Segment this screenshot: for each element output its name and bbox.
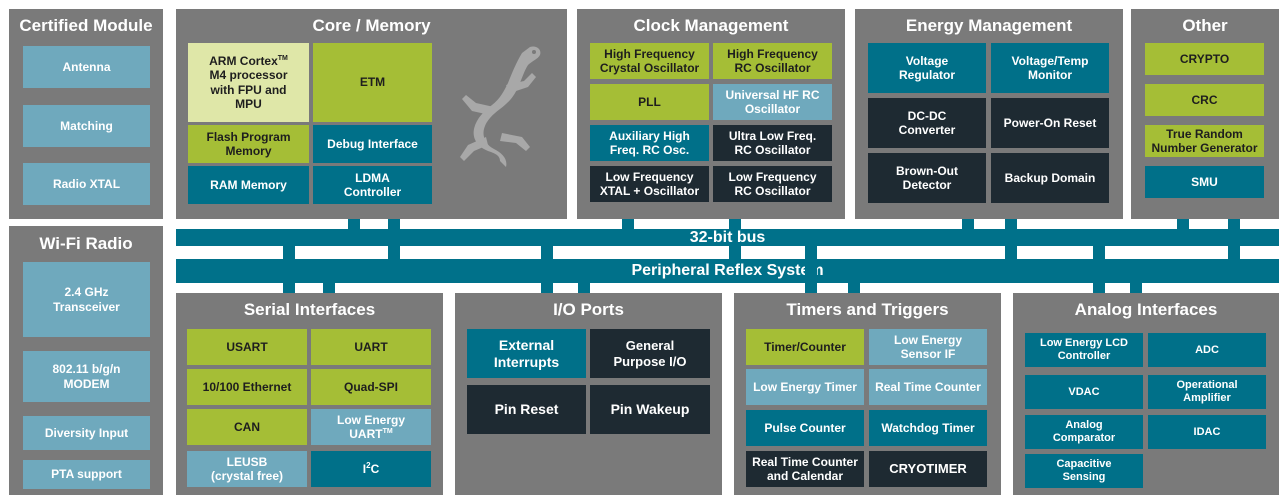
ldma-controller-block: LDMA Controller <box>313 166 432 204</box>
pta-support-block: PTA support <box>23 460 150 489</box>
bus-connector <box>962 219 974 229</box>
can-block: CAN <box>187 409 307 445</box>
wifi-radio-title: Wi-Fi Radio <box>39 234 133 253</box>
operational-amplifier-block: Operational Amplifier <box>1148 375 1266 409</box>
adc-block: ADC <box>1148 333 1266 367</box>
leusb-block: LEUSB (crystal free) <box>187 451 307 487</box>
32-bit-bus: 32-bit bus <box>176 229 1279 246</box>
cryotimer-block: CRYOTIMER <box>869 451 987 487</box>
idac-block: IDAC <box>1148 415 1266 449</box>
32-bit-bus-label: 32-bit bus <box>689 228 766 246</box>
analog-interfaces-title: Analog Interfaces <box>1074 300 1218 319</box>
i2c-text: I2C <box>362 461 380 477</box>
external-interrupts-block: External Interrupts <box>467 329 586 378</box>
timer-counter-block: Timer/Counter <box>746 329 864 365</box>
rtc-calendar-block: Real Time Counter and Calendar <box>746 451 864 487</box>
bus-connector <box>848 283 860 293</box>
io-ports-panel: I/O Ports External Interrupts General Pu… <box>455 293 722 495</box>
matching-block: Matching <box>23 105 150 147</box>
debug-interface-block: Debug Interface <box>313 125 432 163</box>
pin-wakeup-block: Pin Wakeup <box>590 385 710 434</box>
bus-connector <box>805 246 817 293</box>
le-sensor-if-block: Low Energy Sensor IF <box>869 329 987 365</box>
lf-rc-oscillator-block: Low Frequency RC Oscillator <box>713 166 832 202</box>
brown-out-detector-block: Brown-Out Detector <box>868 153 986 203</box>
etm-block: ETM <box>313 43 432 122</box>
bus-connector <box>622 219 634 229</box>
bus-connector <box>1130 283 1142 293</box>
ram-memory-block: RAM Memory <box>188 166 309 204</box>
transceiver-block: 2.4 GHz Transceiver <box>23 262 150 337</box>
clock-management-title: Clock Management <box>633 16 789 35</box>
hf-rc-oscillator-block: High Frequency RC Oscillator <box>713 43 832 79</box>
low-energy-timer-block: Low Energy Timer <box>746 369 864 405</box>
leuart-text: Low Energy UARTTM <box>336 412 405 441</box>
bus-connector <box>541 246 553 293</box>
bus-connector <box>348 219 360 229</box>
general-purpose-io-block: General Purpose I/O <box>590 329 710 378</box>
bus-connector <box>323 283 335 293</box>
peripheral-reflex-system-bus: Peripheral Reflex System <box>176 259 1279 283</box>
lf-xtal-oscillator-block: Low Frequency XTAL + Oscillator <box>590 166 709 202</box>
crc-block: CRC <box>1145 84 1264 116</box>
certified-module-panel: Certified Module Antenna Matching Radio … <box>9 9 163 219</box>
smu-block: SMU <box>1145 166 1264 198</box>
energy-management-title: Energy Management <box>905 16 1073 35</box>
power-on-reset-block: Power-On Reset <box>991 98 1109 148</box>
quad-spi-block: Quad-SPI <box>311 369 431 405</box>
vdac-block: VDAC <box>1025 375 1143 409</box>
diversity-input-block: Diversity Input <box>23 416 150 450</box>
prs-label: Peripheral Reflex System <box>631 262 824 279</box>
real-time-counter-block: Real Time Counter <box>869 369 987 405</box>
other-panel: Other CRYPTO CRC True Random Number Gene… <box>1131 9 1279 219</box>
ulf-rc-oscillator-block: Ultra Low Freq. RC Oscillator <box>713 125 832 161</box>
energy-management-panel: Energy Management Voltage Regulator Volt… <box>855 9 1123 219</box>
analog-interfaces-panel: Analog Interfaces Low Energy LCD Control… <box>1013 293 1279 495</box>
pll-block: PLL <box>590 84 709 120</box>
auxiliary-hf-rc-block: Auxiliary High Freq. RC Osc. <box>590 125 709 161</box>
other-title: Other <box>1182 16 1228 35</box>
voltage-regulator-block: Voltage Regulator <box>868 43 986 93</box>
pin-reset-block: Pin Reset <box>467 385 586 434</box>
universal-hf-rc-oscillator-block: Universal HF RC Oscillator <box>713 84 832 120</box>
radio-xtal-block: Radio XTAL <box>23 163 150 205</box>
pulse-counter-block: Pulse Counter <box>746 410 864 446</box>
bus-connector <box>578 283 590 293</box>
ethernet-block: 10/100 Ethernet <box>187 369 307 405</box>
backup-domain-block: Backup Domain <box>991 153 1109 203</box>
capacitive-sensing-block: Capacitive Sensing <box>1025 454 1143 488</box>
gecko-icon <box>460 46 541 168</box>
hf-crystal-oscillator-block: High Frequency Crystal Oscillator <box>590 43 709 79</box>
flash-memory-block: Flash Program Memory <box>188 125 309 163</box>
timers-triggers-title: Timers and Triggers <box>786 300 949 319</box>
io-ports-title: I/O Ports <box>553 300 624 319</box>
watchdog-timer-block: Watchdog Timer <box>869 410 987 446</box>
core-memory-title: Core / Memory <box>312 16 431 35</box>
wifi-radio-panel: Wi-Fi Radio 2.4 GHz Transceiver 802.11 b… <box>9 226 163 495</box>
true-random-number-generator-block: True Random Number Generator <box>1145 125 1264 157</box>
certified-module-title: Certified Module <box>19 16 153 35</box>
antenna-block: Antenna <box>23 46 150 88</box>
bus-connector <box>1093 246 1105 293</box>
clock-management-panel: Clock Management High Frequency Crystal … <box>577 9 845 219</box>
uart-block: UART <box>311 329 431 365</box>
usart-block: USART <box>187 329 307 365</box>
i2c-block: I2C <box>311 451 431 487</box>
modem-block: 802.11 b/g/n MODEM <box>23 351 150 402</box>
serial-interfaces-panel: Serial Interfaces USART UART 10/100 Ethe… <box>176 293 443 495</box>
dc-dc-converter-block: DC-DC Converter <box>868 98 986 148</box>
bus-connector <box>283 246 295 293</box>
voltage-temp-monitor-block: Voltage/Temp Monitor <box>991 43 1109 93</box>
leuart-block: Low Energy UARTTM <box>311 409 431 445</box>
bus-connector <box>1177 219 1189 229</box>
analog-comparator-block: Analog Comparator <box>1025 415 1143 449</box>
serial-interfaces-title: Serial Interfaces <box>243 300 376 319</box>
crypto-block: CRYPTO <box>1145 43 1264 75</box>
le-lcd-controller-block: Low Energy LCD Controller <box>1025 333 1143 367</box>
timers-triggers-panel: Timers and Triggers Timer/Counter Low En… <box>734 293 1001 495</box>
